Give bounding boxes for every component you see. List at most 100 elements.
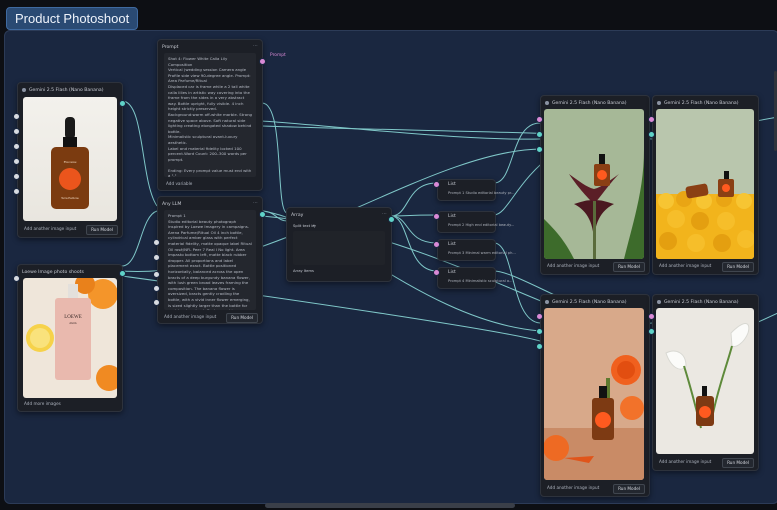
add-image-input-link[interactable]: Add another image input [547,263,600,268]
input-port[interactable] [13,128,20,135]
loewe-bottle-image: LOEWE AGUA [23,278,117,398]
output-port[interactable] [119,100,126,107]
llm-input-port[interactable] [153,239,160,246]
output-port[interactable] [119,270,126,277]
input-port[interactable] [13,173,20,180]
list-input-port[interactable] [433,241,440,248]
image-input-port[interactable] [536,146,543,153]
prompt-output-label: Prompt [270,53,286,58]
node-title: Gemini 2.5 Flash (Nano Banana) [664,300,739,305]
split-text-value[interactable]: * [313,223,315,228]
list-item-preview: Prompt 4 Minimalistic sculptural a... [448,279,513,283]
source-image-node-1[interactable]: Gemini 2.5 Flash (Nano Banana) Flaconne … [17,82,126,238]
generated-image-yellow-flowers [656,109,754,259]
list-item-preview: Prompt 2 High end editorial beauty... [448,223,515,227]
bottle-brand-label: LOEWE [64,315,82,320]
bottle-brand-label: Flaconne [64,160,77,164]
run-model-button[interactable]: Run Model [613,262,645,272]
llm-input-port[interactable] [153,271,160,278]
image-input-port[interactable] [536,343,543,350]
output-node-2[interactable]: Gemini 2.5 Flash (Nano Banana) Add anoth… [652,95,759,275]
node-title: Prompt [162,45,179,50]
orange-ranunculus-illustration [544,355,644,480]
more-options-icon[interactable]: ⋯ [253,200,258,206]
input-port[interactable] [13,113,20,120]
run-model-button[interactable]: Run Model [613,484,645,494]
list-node-4[interactable]: List Prompt 4 Minimalistic sculptural a.… [437,267,512,289]
node-title: List [448,182,456,187]
more-options-icon[interactable]: ⋯ [253,43,258,49]
node-title: Loewe Image photo shoots [22,270,84,275]
node-title: Any LLM [162,202,182,207]
prompt-input-port[interactable] [648,116,655,123]
output-node-4[interactable]: Gemini 2.5 Flash (Nano Banana) Add anoth… [652,294,759,471]
array-node[interactable]: Array ⋯ Split text by * Array Items [286,207,395,282]
node-title: List [448,270,456,275]
add-image-input-link[interactable]: Add another image input [547,485,600,490]
node-status-dot [545,299,549,304]
llm-input-port[interactable] [153,285,160,292]
generated-image-calla-lily [656,308,754,454]
llm-input-port[interactable] [153,254,160,261]
prompt-output-port[interactable] [259,58,266,65]
output-port[interactable] [388,216,395,223]
prompt-input-port[interactable] [536,313,543,320]
add-more-images-link[interactable]: Add more images [24,401,61,406]
add-image-input-link[interactable]: Add another image input [659,459,712,464]
list-input-port[interactable] [433,213,440,220]
list-input-port[interactable] [433,269,440,276]
source-image-node-2[interactable]: Loewe Image photo shoots LOEWE AGUA Add … [17,264,126,412]
list-node-1[interactable]: List Prompt 1 Studio editorial beauty pr… [437,179,514,201]
node-title: Array [291,213,304,218]
list-input-port[interactable] [433,181,440,188]
node-title: Gemini 2.5 Flash (Nano Banana) [552,300,627,305]
llm-output-text[interactable]: Prompt 1 Studio editorial beauty photogr… [164,210,256,310]
more-options-icon[interactable]: ⋯ [382,211,387,217]
list-node-3[interactable]: List Prompt 3 Minimal warm editorial ph.… [437,239,516,261]
run-model-button[interactable]: Run Model [86,225,118,235]
node-status-dot [545,100,549,105]
any-llm-node[interactable]: Any LLM ⋯ Prompt 1 Studio editorial beau… [157,196,266,324]
llm-input-port[interactable] [153,299,160,306]
horizontal-scrollbar[interactable] [265,503,515,508]
output-node-3[interactable]: Gemini 2.5 Flash (Nano Banana) Add anoth… [540,294,650,497]
workflow-title[interactable]: Product Photoshoot [6,7,139,30]
add-variable-link[interactable]: Add variable [166,181,193,186]
input-port[interactable] [13,143,20,150]
vertical-scrollbar[interactable] [774,71,777,151]
add-image-input-link[interactable]: Add another image input [24,226,77,231]
add-image-input-link[interactable]: Add another image input [164,314,217,319]
image-input-port[interactable] [648,328,655,335]
input-port[interactable] [13,275,20,282]
list-item-preview: Prompt 3 Minimal warm editorial ph... [448,251,516,255]
run-model-button[interactable]: Run Model [722,262,754,272]
prompt-node[interactable]: Prompt ⋯ Shot 4: Flower White Calla Lily… [157,39,286,191]
generated-image-banana-flower [544,109,644,259]
input-port[interactable] [13,188,20,195]
amber-dropper-bottle-illustration: Flaconne Terra Parfume [51,117,89,209]
node-title: Gemini 2.5 Flash (Nano Banana) [552,101,627,106]
image-input-port[interactable] [648,131,655,138]
input-port[interactable] [13,158,20,165]
prompt-input-port[interactable] [648,313,655,320]
list-node-2[interactable]: List Prompt 2 High end editorial beauty.… [437,211,514,233]
output-node-1[interactable]: Gemini 2.5 Flash (Nano Banana) Add anoth… [540,95,650,275]
generated-image-ranunculus [544,308,644,480]
array-items-label: Array Items [293,269,314,273]
workflow-canvas[interactable]: Gemini 2.5 Flash (Nano Banana) Flaconne … [4,30,777,504]
node-title: Gemini 2.5 Flash (Nano Banana) [664,101,739,106]
image-input-port[interactable] [536,328,543,335]
prompt-input-port[interactable] [536,116,543,123]
run-model-button[interactable]: Run Model [722,458,754,468]
node-status-dot [22,87,26,92]
add-image-input-link[interactable]: Add another image input [659,263,712,268]
prompt-text[interactable]: Shot 4: Flower White Calla Lily Composit… [164,53,256,177]
image-input-port[interactable] [536,131,543,138]
array-items-box[interactable] [293,231,385,265]
output-port[interactable] [259,211,266,218]
list-item-preview: Prompt 1 Studio editorial beauty pr... [448,191,515,195]
node-title: Gemini 2.5 Flash (Nano Banana) [29,88,104,93]
banana-flower-illustration [544,149,644,259]
run-model-button[interactable]: Run Model [226,313,258,323]
node-title: List [448,242,456,247]
